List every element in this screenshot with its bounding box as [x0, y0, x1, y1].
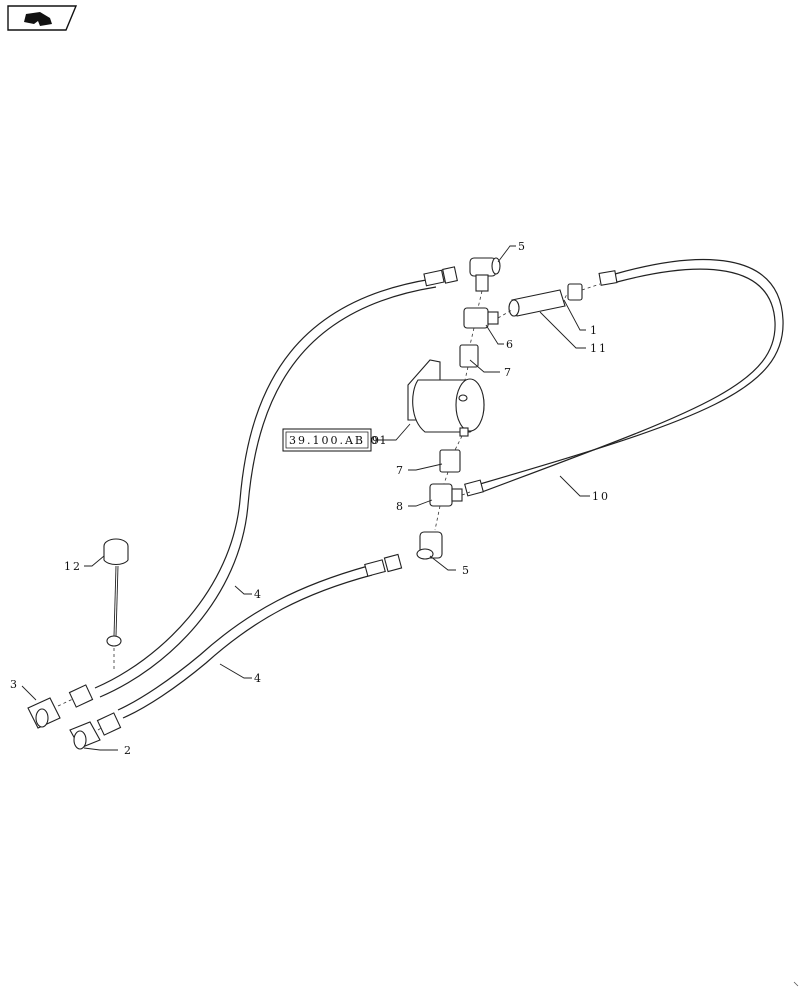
callout-4-lower: 4 — [254, 672, 263, 685]
elbow-fitting-bottom — [416, 505, 443, 560]
callout-11: 11 — [590, 342, 608, 355]
callout-7-upper: 7 — [504, 366, 513, 379]
coupler-2 — [69, 712, 122, 750]
callout-12: 12 — [64, 560, 82, 573]
callout-7-lower: 7 — [396, 464, 405, 477]
callout-1: 1 — [590, 324, 599, 337]
dust-cap-12 — [103, 538, 129, 670]
coupler-3 — [27, 684, 94, 729]
reference-box[interactable]: 39.100.AB 01 — [282, 428, 389, 452]
tee-fitting-8 — [429, 471, 471, 507]
hose-lower — [117, 553, 403, 719]
callout-4-upper: 4 — [254, 588, 263, 601]
tee-fitting-6 — [463, 290, 499, 329]
hose-upper — [94, 266, 458, 698]
leader-lines — [21, 245, 590, 751]
callout-10: 10 — [592, 490, 610, 503]
elbow-fitting-top — [469, 257, 501, 292]
adapter-7-lower — [439, 435, 463, 473]
adapter-7-upper — [459, 327, 479, 368]
reference-link[interactable]: 39.100.AB 01 — [289, 434, 389, 447]
callout-5-top: 5 — [518, 240, 527, 253]
callout-8: 8 — [396, 500, 405, 513]
valve-component — [407, 359, 485, 437]
callout-2: 2 — [124, 744, 133, 757]
page-turn-icon[interactable] — [7, 5, 78, 31]
callout-5-bottom: 5 — [462, 564, 471, 577]
callout-6: 6 — [506, 338, 515, 351]
block-11 — [497, 289, 569, 319]
corner-mark — [793, 981, 799, 987]
callout-9: 9 — [372, 434, 381, 447]
callout-3: 3 — [10, 678, 19, 691]
fitting-1 — [567, 283, 601, 301]
